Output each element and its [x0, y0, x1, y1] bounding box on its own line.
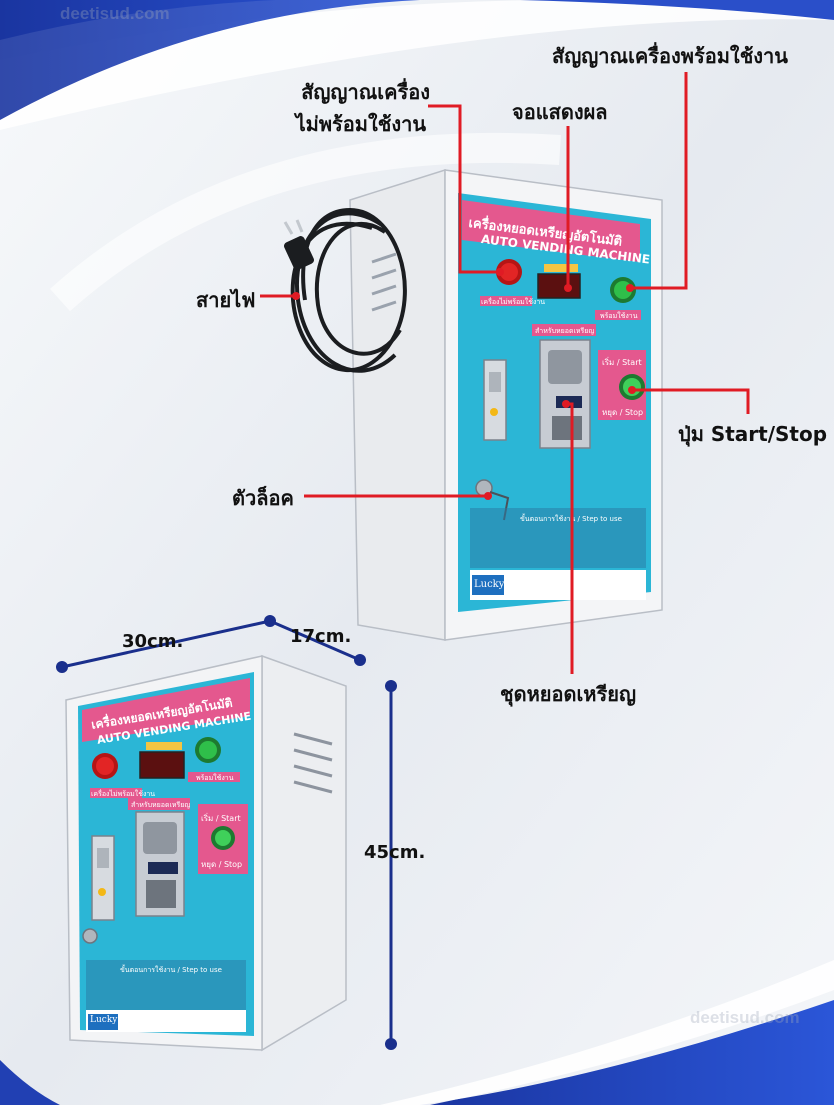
label-ready-small: พร้อมใช้งาน: [196, 774, 234, 782]
dimension-depth: 17cm.: [290, 626, 352, 647]
brand-logo: Lucky: [474, 579, 505, 590]
dimension-width: 30cm.: [122, 631, 184, 652]
label-stop-small: หยุด / Stop: [201, 860, 243, 869]
callout-power-cord: สายไฟ: [196, 288, 256, 312]
watermark: deetisud.com: [690, 1008, 800, 1027]
label-not-ready: เครื่องไม่พร้อมใช้งาน: [481, 298, 546, 306]
callout-start-stop: ปุ่ม Start/Stop: [678, 422, 828, 446]
label-stop: หยุด / Stop: [602, 408, 644, 417]
label-coin: สำหรับหยอดเหรียญ: [535, 327, 595, 335]
label-start: เริ่ม / Start: [602, 358, 642, 367]
watermark: deetisud.com: [60, 4, 170, 23]
callout-coin-unit: ชุดหยอดเหรียญ: [500, 682, 636, 706]
label-start-small: เริ่ม / Start: [201, 814, 241, 823]
label-not-ready-small: เครื่องไม่พร้อมใช้งาน: [91, 790, 156, 798]
label-coin-small: สำหรับหยอดเหรียญ: [131, 801, 191, 809]
callout-display: จอแสดงผล: [512, 100, 608, 124]
label-ready: พร้อมใช้งาน: [600, 312, 638, 320]
brand-logo-small: Lucky: [90, 1015, 118, 1025]
steps-title-small: ขั้นตอนการใช้งาน / Step to use: [120, 966, 222, 974]
callout-ready: สัญญาณเครื่องพร้อมใช้งาน: [552, 44, 788, 68]
dimension-height: 45cm.: [364, 842, 426, 863]
callout-not-ready-line2: ไม่พร้อมใช้งาน: [295, 112, 426, 136]
callout-not-ready-line1: สัญญาณเครื่อง: [301, 80, 430, 104]
callout-lock: ตัวล็อค: [232, 486, 294, 510]
